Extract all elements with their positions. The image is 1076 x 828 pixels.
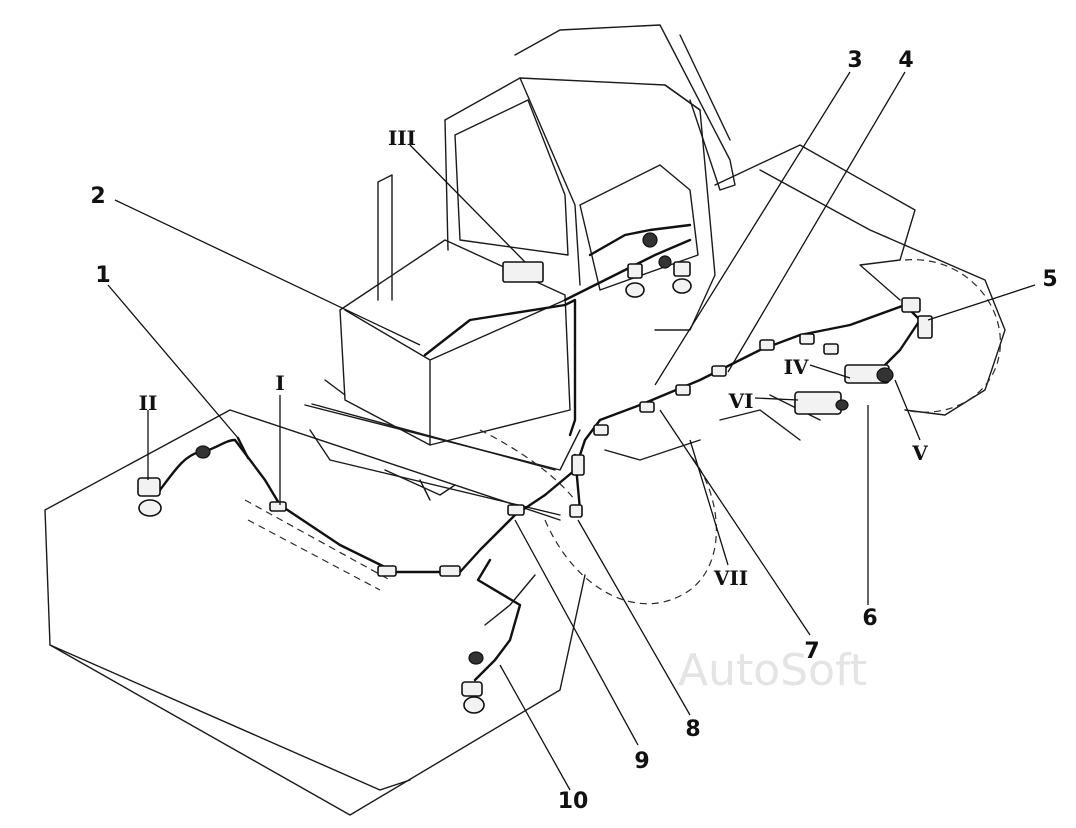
label-roman-vi: VI: [728, 389, 754, 413]
connector-left: [195, 445, 211, 459]
lamp-10-body: [461, 681, 483, 697]
leader-lines: [107, 71, 1036, 791]
connector-d: [711, 365, 727, 377]
cab-lamp-b: [673, 261, 691, 277]
wiring-harness: [158, 223, 922, 682]
component-v: [876, 367, 894, 383]
connector-engine: [571, 454, 585, 476]
label-roman-iii: III: [388, 126, 416, 150]
component-vi-plug: [835, 399, 849, 411]
connector-mid: [439, 565, 461, 577]
watermark-text: AutoSoft: [678, 645, 867, 696]
cab-lamp-a-lens: [625, 282, 645, 298]
label-roman-i: I: [275, 371, 284, 395]
connector-i: [269, 501, 287, 512]
cab-switch-a: [642, 232, 658, 248]
label-9: 9: [634, 749, 649, 774]
label-2: 2: [90, 184, 105, 209]
component-vi: [794, 391, 842, 415]
connector-rear: [377, 565, 397, 577]
lamp-ii-lens: [138, 499, 162, 517]
label-3: 3: [847, 48, 862, 73]
connector-g: [823, 343, 839, 355]
label-roman-v: V: [911, 441, 928, 465]
lamp-10-lens: [463, 696, 485, 714]
connector-c: [675, 384, 691, 396]
label-8: 8: [685, 717, 700, 742]
electrical-components: [137, 232, 933, 714]
label-7: 7: [804, 639, 819, 664]
connector-8: [569, 504, 583, 518]
label-4: 4: [898, 48, 913, 73]
label-1: 1: [95, 263, 110, 288]
component-5: [901, 297, 921, 313]
cab-switch-b: [658, 255, 672, 269]
cab-lamp-b-lens: [672, 278, 692, 294]
connector-b: [639, 401, 655, 413]
connector-e: [759, 339, 775, 351]
callout-labels: 1 2 3 4 5 6 7 8 9 10 I II III IV V VI VI…: [90, 48, 1057, 814]
label-roman-iv: IV: [784, 355, 809, 379]
label-10: 10: [558, 789, 589, 814]
connector-a: [593, 424, 609, 436]
connector-f: [799, 333, 815, 345]
connector-lamp-10: [468, 651, 484, 665]
tractor-outline: [44, 24, 1006, 816]
lamp-ii-body: [137, 477, 161, 497]
cab-lamp-a: [627, 263, 643, 279]
label-6: 6: [862, 606, 877, 631]
label-roman-ii: II: [139, 391, 158, 415]
component-iii: [502, 261, 544, 283]
label-roman-vii: VII: [713, 566, 748, 590]
label-5: 5: [1042, 267, 1057, 292]
component-5b: [917, 315, 933, 339]
connector-9: [507, 504, 525, 516]
